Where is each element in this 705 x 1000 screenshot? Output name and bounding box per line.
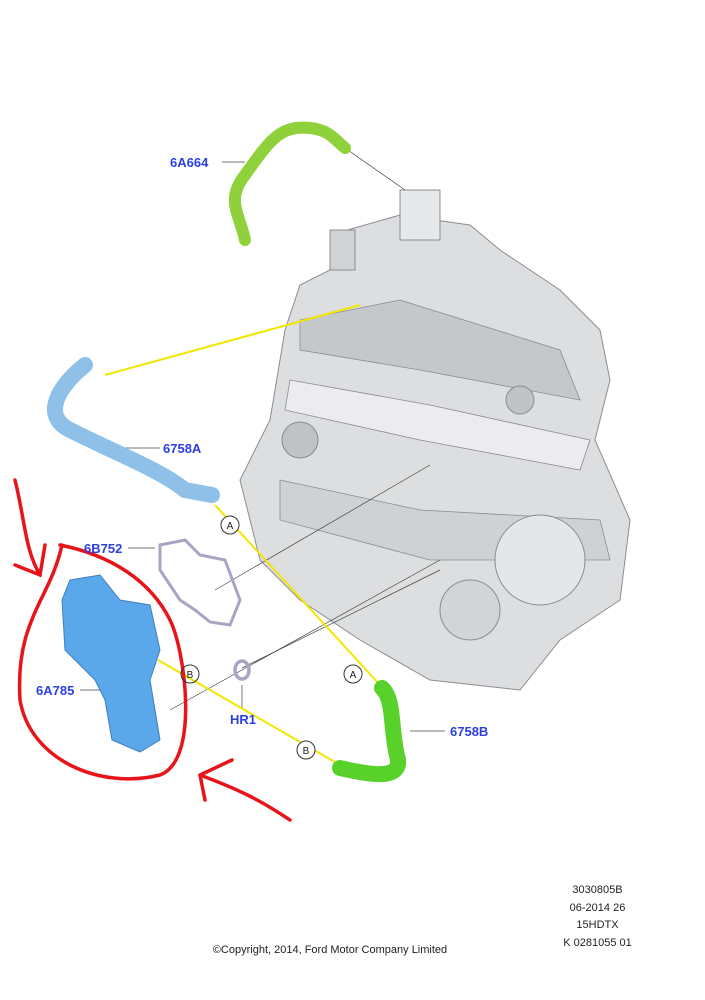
- breather-hose-6758B[interactable]: [332, 680, 406, 783]
- red-annotation: [13, 478, 292, 822]
- diagram-code: 3030805B: [572, 884, 623, 896]
- connection-marker-b2: B: [296, 740, 316, 760]
- part-label-6A664[interactable]: 6A664: [170, 155, 209, 170]
- part-label-6A785[interactable]: 6A785: [36, 683, 74, 698]
- svg-text:A: A: [227, 521, 234, 532]
- svg-text:B: B: [303, 746, 310, 757]
- gasket-6B752[interactable]: [158, 538, 242, 627]
- svg-text:B: B: [187, 670, 194, 681]
- connection-marker-a1: A: [220, 515, 240, 535]
- breather-hose-6A664[interactable]: [229, 121, 351, 246]
- seal-ring-hr1[interactable]: [233, 659, 251, 681]
- part-label-6B752[interactable]: 6B752: [84, 541, 122, 556]
- part-label-6758B[interactable]: 6758B: [450, 724, 488, 739]
- engine-block: [239, 189, 631, 691]
- diagram-date: 06-2014 26: [569, 901, 626, 914]
- connection-marker-a2: A: [343, 664, 363, 684]
- leader-lines: [80, 147, 445, 732]
- svg-text:A: A: [350, 670, 357, 681]
- part-label-6758A[interactable]: 6758A: [163, 441, 202, 456]
- copyright: ©Copyright, 2014, Ford Motor Company Lim…: [212, 944, 448, 956]
- breather-hose-6758A[interactable]: [47, 357, 220, 503]
- engine-code: 15HDTX: [576, 919, 619, 931]
- reference-code: K 0281055 01: [563, 936, 632, 949]
- oil-separator-6A785[interactable]: [61, 574, 161, 753]
- connection-marker-b1: B: [180, 664, 200, 684]
- diagram-codes: 3030805B 06-2014 26 15HDTX K 0281055 01: [550, 882, 645, 952]
- part-label-HR1[interactable]: HR1: [230, 712, 256, 727]
